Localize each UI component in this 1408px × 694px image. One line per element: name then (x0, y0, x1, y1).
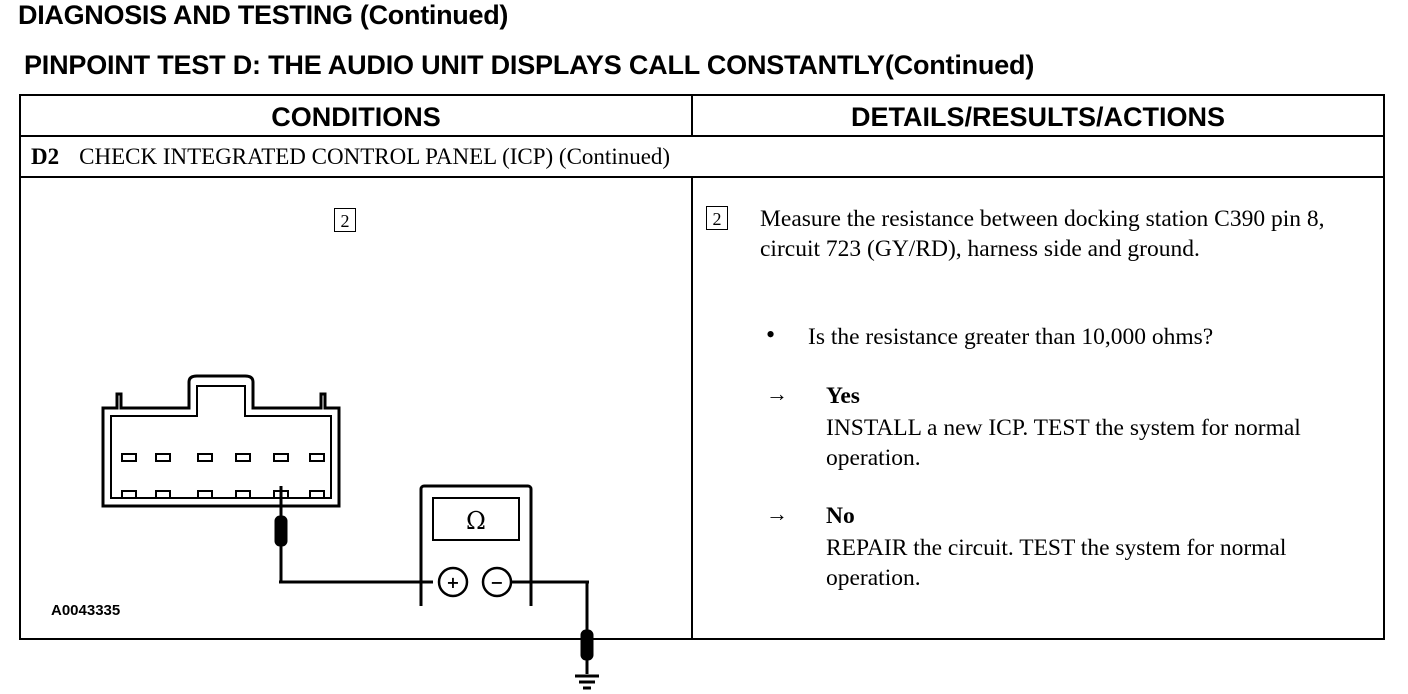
connector-pins (121, 453, 325, 499)
column-divider-header (691, 96, 693, 136)
step-divider (21, 176, 1383, 178)
instruction-text: Measure the resistance between docking s… (760, 206, 1325, 262)
ohmmeter (419, 484, 533, 606)
page-title: DIAGNOSIS AND TESTING (Continued) (18, 0, 509, 30)
figure-id: A0043335 (51, 602, 121, 619)
ground-lead (575, 604, 599, 690)
step-code: D2 (31, 144, 60, 169)
connector-outline (101, 374, 341, 508)
meter-minus-symbol: − (490, 573, 503, 592)
step-number-box: 2 (334, 208, 356, 232)
meter-plus-symbol: + (446, 573, 459, 592)
ground-icon (575, 674, 599, 690)
probe-lead-positive (274, 486, 433, 584)
ohm-symbol: Ω (466, 507, 486, 535)
yes-action-text: INSTALL a new ICP. TEST the system for n… (826, 415, 1301, 471)
yes-label: Yes (826, 383, 860, 409)
column-header-conditions: CONDITIONS (271, 102, 441, 132)
column-header-details: DETAILS/RESULTS/ACTIONS (850, 102, 1225, 132)
bullet-icon: • (766, 320, 776, 349)
no-action-text: REPAIR the circuit. TEST the system for … (826, 535, 1287, 591)
no-label: No (826, 503, 855, 529)
pinpoint-test-table: CONDITIONS DETAILS/RESULTS/ACTIONS D2 CHE… (19, 94, 1385, 690)
step-title: CHECK INTEGRATED CONTROL PANEL (ICP) (Co… (79, 144, 671, 169)
step-row: D2 CHECK INTEGRATED CONTROL PANEL (ICP) (… (31, 144, 670, 170)
details-step-number-box: 2 (706, 206, 728, 230)
connector-meter-diagram: Ω + − (101, 374, 589, 606)
probe-lead-negative (511, 580, 589, 606)
yes-arrow-icon: → (766, 381, 788, 406)
question-text: Is the resistance greater than 10,000 oh… (808, 324, 1214, 350)
pinpoint-test-title: PINPOINT TEST D: THE AUDIO UNIT DISPLAYS… (24, 50, 1035, 80)
header-divider (21, 135, 1383, 137)
column-divider-body (691, 177, 693, 638)
no-arrow-icon: → (766, 501, 788, 526)
